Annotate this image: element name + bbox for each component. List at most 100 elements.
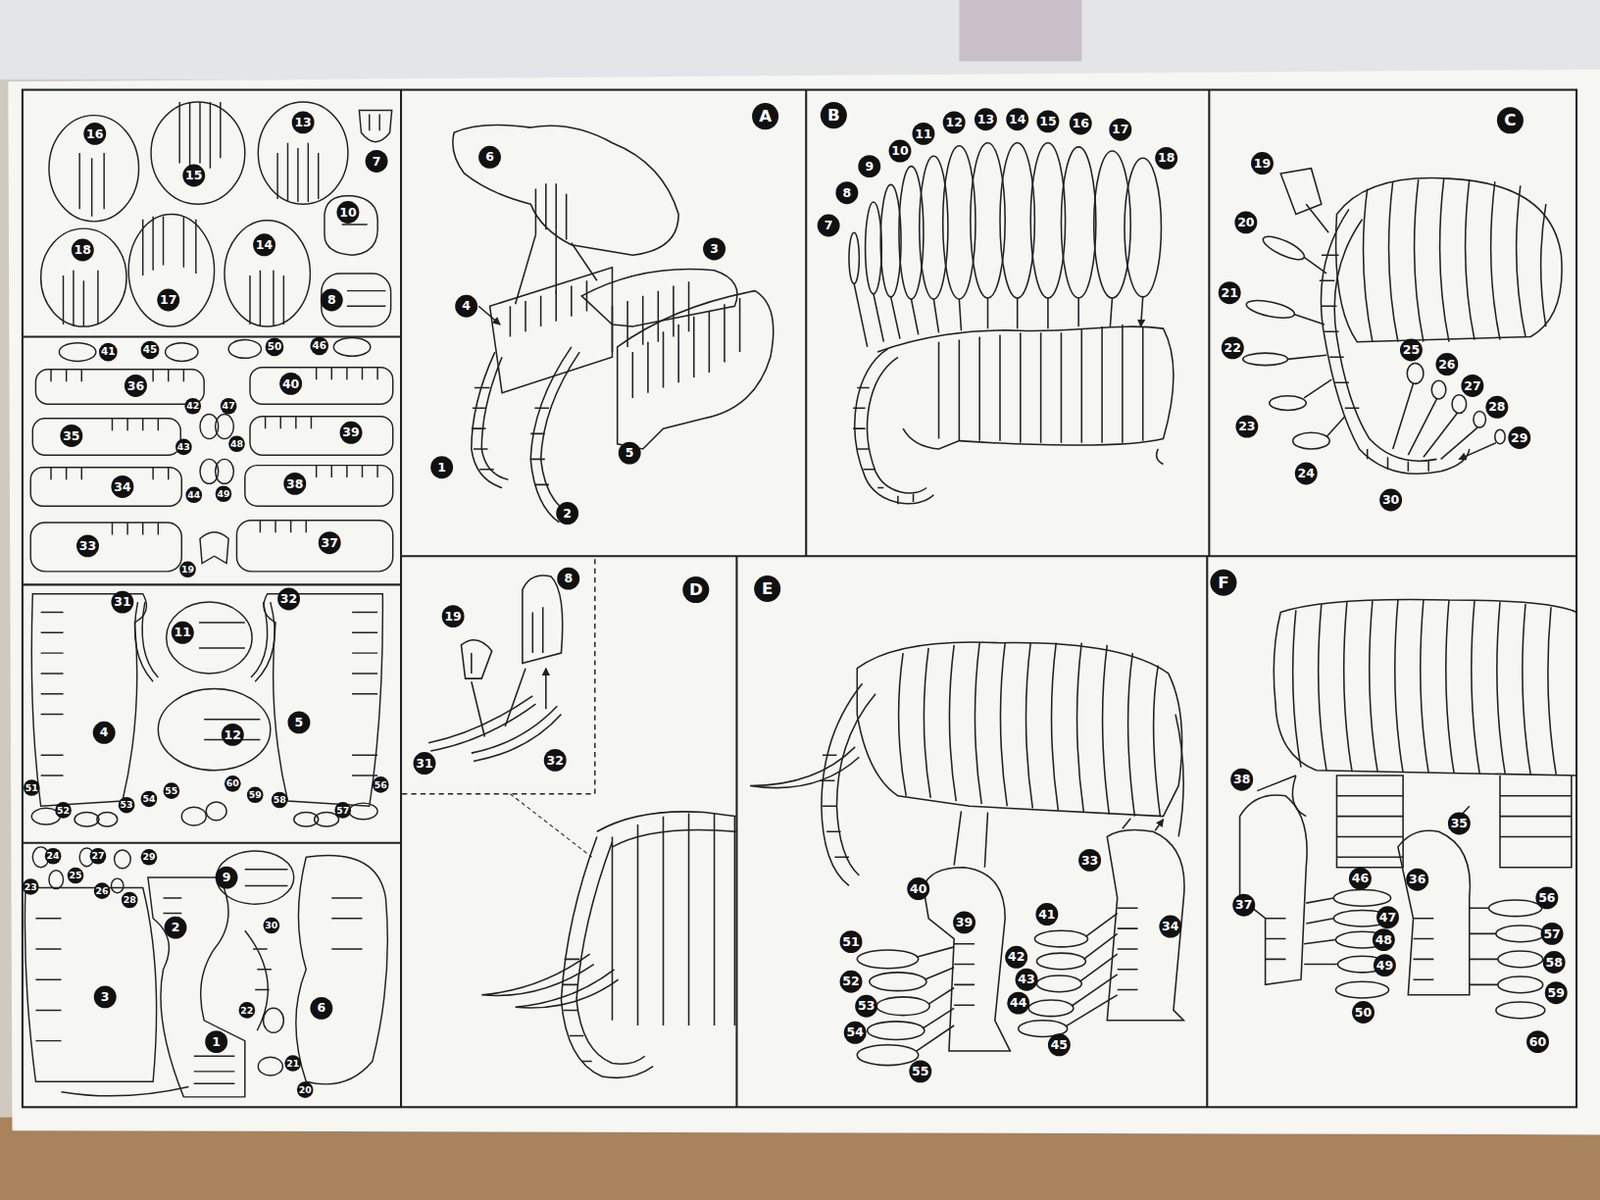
step-b-drawing (865, 201, 883, 295)
step-c-drawing (1269, 396, 1306, 411)
callout-number: 23 (1235, 415, 1258, 439)
callout-number: 50 (1351, 1000, 1375, 1024)
step-e-drawing (869, 972, 927, 992)
step-a-drawing (617, 291, 774, 450)
parts-sheet (349, 802, 378, 820)
step-d-drawing (560, 836, 653, 1078)
callout-number: 55 (908, 1059, 932, 1083)
parts-sheet (179, 101, 221, 169)
callout-number: 53 (854, 995, 878, 1018)
step-d-drawing (611, 813, 735, 1026)
parts-sheet (333, 338, 370, 357)
photo-background (7, 69, 1600, 1136)
parts-sheet (250, 601, 275, 682)
callout-number: 14 (252, 233, 276, 256)
step-b-drawing (854, 349, 934, 504)
callout-number: 35 (59, 424, 83, 448)
step-d-drawing (597, 811, 738, 848)
parts-sheet (257, 1056, 283, 1076)
callout-number: 57 (1541, 922, 1564, 946)
step-c-drawing (1243, 352, 1289, 365)
callout-number: 1 (204, 1030, 228, 1053)
step-f-drawing (1293, 600, 1557, 775)
step-c-drawing (1288, 203, 1497, 459)
callout-number: 27 (1460, 374, 1484, 398)
step-e-drawing (750, 747, 859, 789)
step-d-drawing (460, 640, 492, 679)
callout-number: 13 (974, 107, 998, 131)
callout-number: 8 (320, 289, 344, 312)
step-d-drawing (522, 575, 563, 664)
step-b-drawing (849, 143, 1174, 504)
parts-sheet (114, 850, 132, 869)
step-c-drawing (1451, 395, 1467, 414)
callout-number: 1 (430, 455, 453, 479)
step-panel: A (400, 90, 806, 557)
step-f-drawing (1496, 1001, 1546, 1019)
callout-number: 6 (478, 146, 501, 169)
step-letter: F (1209, 569, 1237, 597)
callout-number: 10 (336, 200, 359, 224)
callout-number: 60 (1526, 1030, 1550, 1053)
step-f-drawing (1469, 907, 1499, 985)
step-e-drawing (1034, 930, 1088, 948)
step-c-drawing (1245, 297, 1297, 322)
parts-sheet (30, 522, 182, 572)
step-a-drawing (471, 351, 508, 488)
panel-frame (400, 558, 596, 794)
parts-sheet (245, 869, 289, 887)
step-b-drawing (849, 232, 859, 284)
callout-number: 12 (943, 110, 966, 134)
step-e-drawing (867, 1021, 925, 1041)
callout-number: 11 (911, 122, 935, 146)
callout-number: 28 (1485, 396, 1508, 419)
parts-sheet (35, 369, 204, 404)
parts-sheet (224, 220, 310, 327)
step-e-drawing (876, 997, 930, 1016)
callout-number: 51 (840, 930, 863, 953)
step-a-drawing (530, 407, 550, 485)
parts-sheet (49, 115, 140, 222)
callout-number: 38 (283, 472, 306, 496)
step-c-drawing (1243, 168, 1562, 475)
step-panel: D (400, 555, 737, 1107)
step-a-drawing (471, 388, 495, 470)
step-e-drawing (1036, 952, 1086, 970)
callout-number: 48 (1372, 928, 1396, 951)
callout-number: 16 (83, 122, 106, 146)
step-letter: A (751, 102, 779, 130)
step-a-drawing (478, 229, 598, 325)
step-e-drawing (750, 642, 1185, 1066)
callout-number: 32 (544, 749, 567, 772)
step-f-drawing (1273, 599, 1577, 776)
callout-number: 58 (1543, 950, 1566, 974)
callout-number: 5 (618, 442, 642, 465)
callout-number: 32 (277, 588, 300, 611)
step-c-drawing (1320, 208, 1469, 474)
callout-number: 2 (164, 916, 188, 940)
callout-number: 16 (1069, 111, 1093, 135)
parts-sheet (150, 101, 246, 204)
parts-sheet (163, 898, 236, 1084)
callout-number: 59 (1545, 981, 1568, 1004)
callout-number: 36 (124, 374, 148, 398)
step-a-drawing (452, 124, 679, 255)
step-c-drawing (1495, 429, 1505, 445)
step-b-drawing (919, 155, 949, 300)
callout-number: 41 (99, 343, 118, 362)
callout-number: 47 (1376, 905, 1400, 929)
parts-sheet (143, 216, 197, 276)
callout-number: 7 (365, 150, 389, 173)
parts-sheet (35, 918, 189, 1097)
parts-sheet (250, 270, 284, 327)
step-e-drawing (953, 810, 1163, 867)
callout-number: 12 (221, 723, 245, 747)
callout-number: 44 (1006, 992, 1030, 1015)
callout-number: 56 (1535, 886, 1558, 909)
parts-sheet (358, 109, 392, 142)
callout-number: 37 (318, 531, 342, 554)
parts-sheet (41, 228, 127, 327)
parts-sheet (24, 101, 393, 1098)
